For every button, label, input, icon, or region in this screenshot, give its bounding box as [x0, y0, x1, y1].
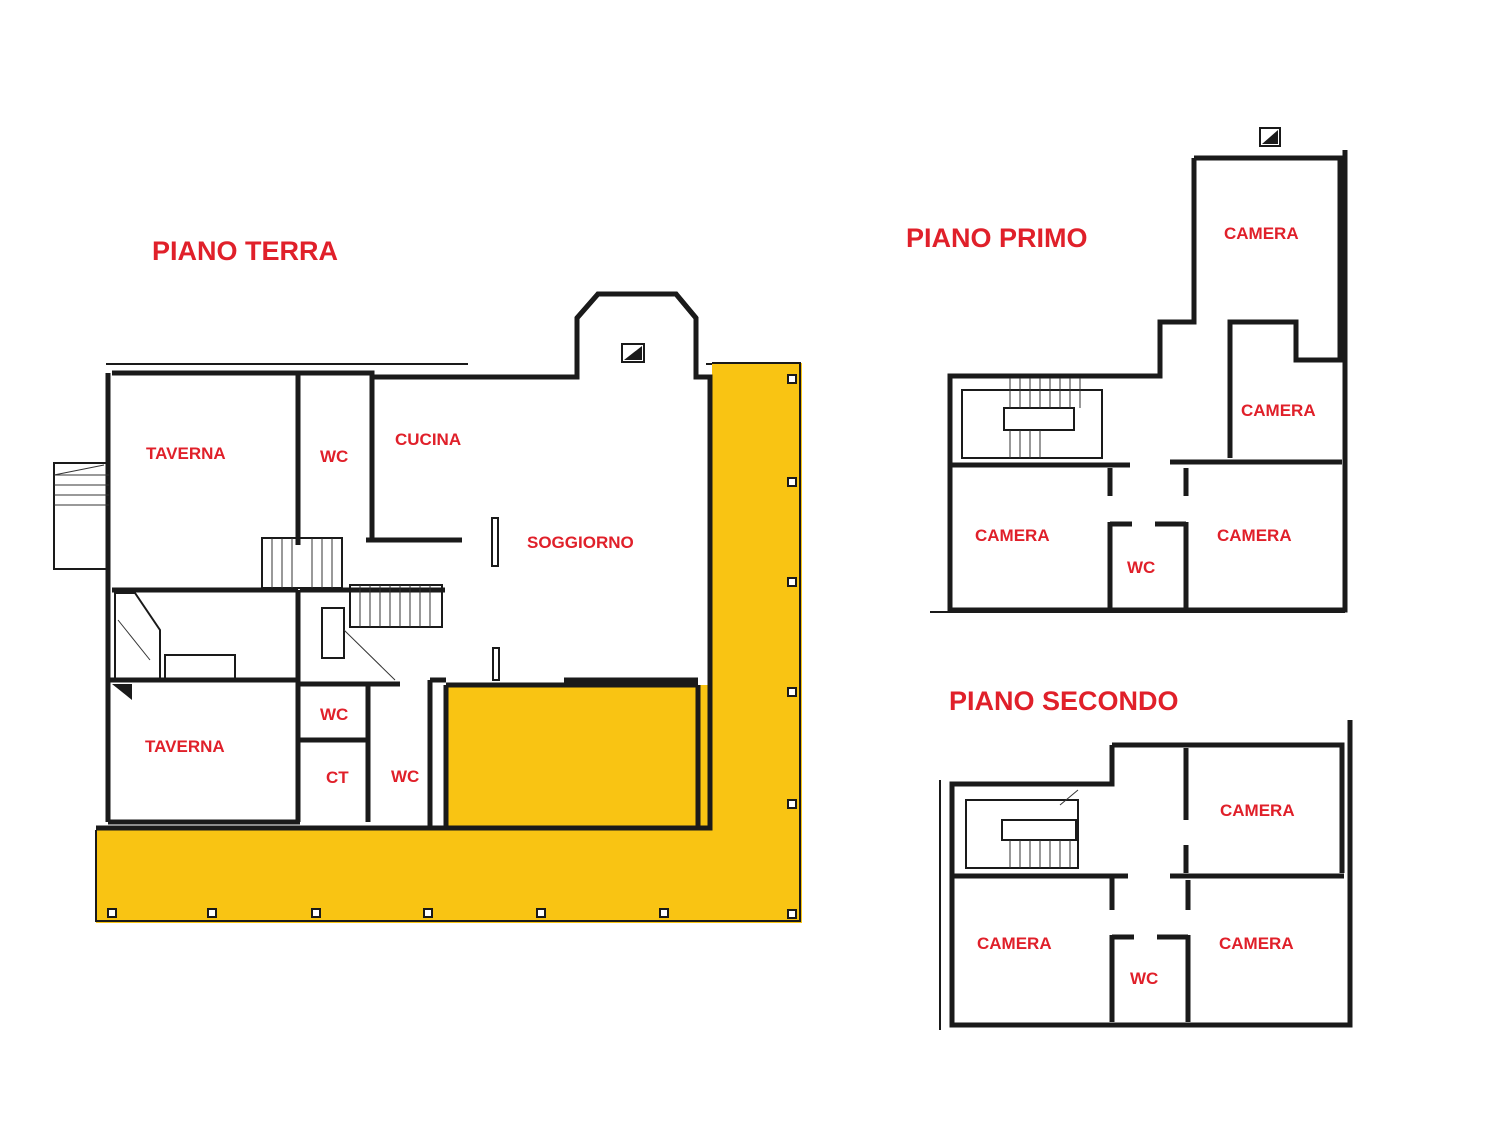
- room-label-taverna-bottom: TAVERNA: [145, 737, 225, 756]
- terrace-south: [96, 830, 802, 923]
- terrace-east: [712, 363, 802, 923]
- room-label-soggiorno: SOGGIORNO: [527, 533, 634, 552]
- room-label-wc-middle: WC: [320, 705, 348, 724]
- internal-stair: [112, 343, 645, 700]
- room-label-wc-second: WC: [1130, 969, 1158, 988]
- room-label-ct: CT: [326, 768, 349, 787]
- terrace-columns: [107, 374, 797, 919]
- room-label-wc-first: WC: [1127, 558, 1155, 577]
- first-floor-plan: PIANO PRIMO CAMERA CAMERA CAMERA CAMERA …: [906, 127, 1348, 613]
- second-floor-title: PIANO SECONDO: [949, 686, 1179, 716]
- second-floor-plan: PIANO SECONDO CAMERA CAMERA CAMERA WC: [939, 686, 1353, 1030]
- room-label-camera-top-right-second: CAMERA: [1220, 801, 1295, 820]
- room-label-camera-right-first: CAMERA: [1217, 526, 1292, 545]
- first-floor-title: PIANO PRIMO: [906, 223, 1088, 253]
- first-stair: [961, 127, 1281, 459]
- external-stair: [53, 462, 110, 570]
- ground-floor-title: PIANO TERRA: [152, 236, 338, 266]
- second-outer-wall: [949, 720, 1353, 1028]
- room-label-wc-top: WC: [320, 447, 348, 466]
- first-outer-wall: [947, 150, 1348, 613]
- ground-floor-plan: PIANO TERRA TAVERNA WC CUCINA SOGGIORNO …: [53, 236, 802, 923]
- room-label-cucina: CUCINA: [395, 430, 461, 449]
- room-label-camera-left-second: CAMERA: [977, 934, 1052, 953]
- bay-window: [575, 291, 698, 320]
- covered-porch: [446, 685, 710, 828]
- second-stair: [965, 789, 1079, 869]
- room-label-wc-bottom: WC: [391, 767, 419, 786]
- room-label-camera-right-second: CAMERA: [1219, 934, 1294, 953]
- room-label-taverna-top: TAVERNA: [146, 444, 226, 463]
- room-label-camera-left-first: CAMERA: [975, 526, 1050, 545]
- room-label-camera-top: CAMERA: [1224, 224, 1299, 243]
- room-label-camera-upper-right: CAMERA: [1241, 401, 1316, 420]
- terrace-outline: [95, 362, 801, 922]
